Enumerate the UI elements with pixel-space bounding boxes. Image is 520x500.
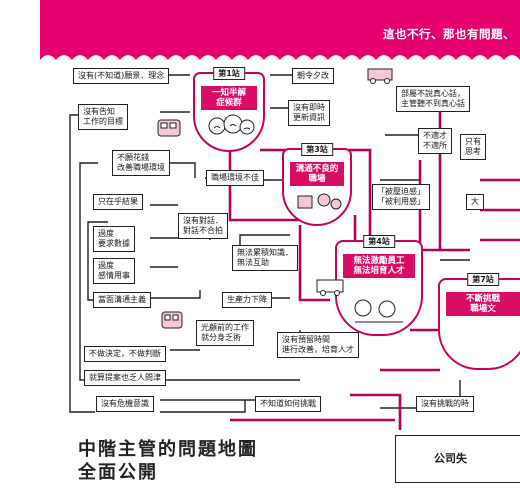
box-only-result: 只在乎結果 [93,194,143,210]
tired-workers-illustration [354,299,403,323]
train-icon [161,311,183,329]
box-no-trust: 無法累積知識． 無法互助 [232,245,298,271]
station-4-tag: 第4站 [363,235,395,248]
station-1: 第1站 一知半解 症候群 [193,67,265,152]
box-big: 大 [466,194,484,210]
box-no-improve: 不願花錢 改善職場環境 [112,150,170,176]
box-no-time: 沒有預留時間 進行改善，培育人才 [277,332,359,358]
box-no-challenge-time: 沒有挑戰的時 [416,396,474,412]
station-7-tag: 第7站 [467,273,499,286]
station-4: 第4站 無法激勵員工 無法培育人才 [335,235,423,336]
top-banner: 這也不行、那也有問題、 [40,0,520,60]
box-honest: 部屬不說真心話， 主管聽不到真心話 [396,86,470,112]
box-productivity: 生產力下降 [222,292,272,308]
footer-box: 公司失 [395,435,520,483]
headline-line1: 中階主管的問題地圖 [78,439,258,460]
station-7: 第7站 不斷挑戰 職場文 [438,273,520,370]
station-1-title: 一知半解 症候群 [201,86,257,110]
worried-faces-illustration [208,114,255,135]
station-3: 第3站 溝通不良的 職場 [282,143,352,226]
box-forced: 「被壓迫感」 「被利用感」 [372,184,430,210]
station-7-title: 不斷挑戰 職場文 [446,292,520,316]
box-overdemand: 過度 要求數據 [93,226,135,252]
station-3-title: 溝通不良的 職場 [290,162,344,186]
station-3-tag: 第3站 [301,143,333,156]
bus-icon [316,279,344,296]
box-no-crisis: 沒有危機意識 [96,396,154,412]
box-only-have: 只有 思考 [460,134,486,160]
station-1-tag: 第1站 [213,67,245,80]
banner-scallop [40,55,520,60]
tram-icon [157,119,181,137]
box-unfit: 不適才 不適所 [418,128,452,154]
cluttered-office-illustration [297,193,342,210]
box-bad-env: 職場環境不佳 [206,170,264,186]
box-top-down: 當面溝通主義 [93,292,151,308]
box-no-decide: 不做決定，不做判斷 [84,346,166,362]
box-busy: 光顧前的工作 就分身乏術 [196,320,254,346]
box-no-goal: 沒有告知 工作的目標 [78,104,128,130]
box-no-challenge: 不知道如何挑戰 [255,396,321,412]
footer-text: 公司失 [434,452,467,465]
box-emotion: 過度 感情用事 [93,258,135,284]
headline-line2: 全面公開 [78,462,158,483]
box-no-update: 沒有即時 更新資訊 [288,100,330,126]
car-icon [367,68,393,84]
box-proposal: 就算提案也乏人問津 [84,370,166,386]
box-no-dialogue: 沒有對話． 對話不合拍 [178,213,228,239]
box-no-vision: 沒有(不知道)願景．理念 [73,68,170,84]
box-short-term: 朝令夕改 [292,68,334,84]
station-4-title: 無法激勵員工 無法培育人才 [343,254,415,278]
banner-title: 這也不行、那也有問題、 [383,27,515,41]
